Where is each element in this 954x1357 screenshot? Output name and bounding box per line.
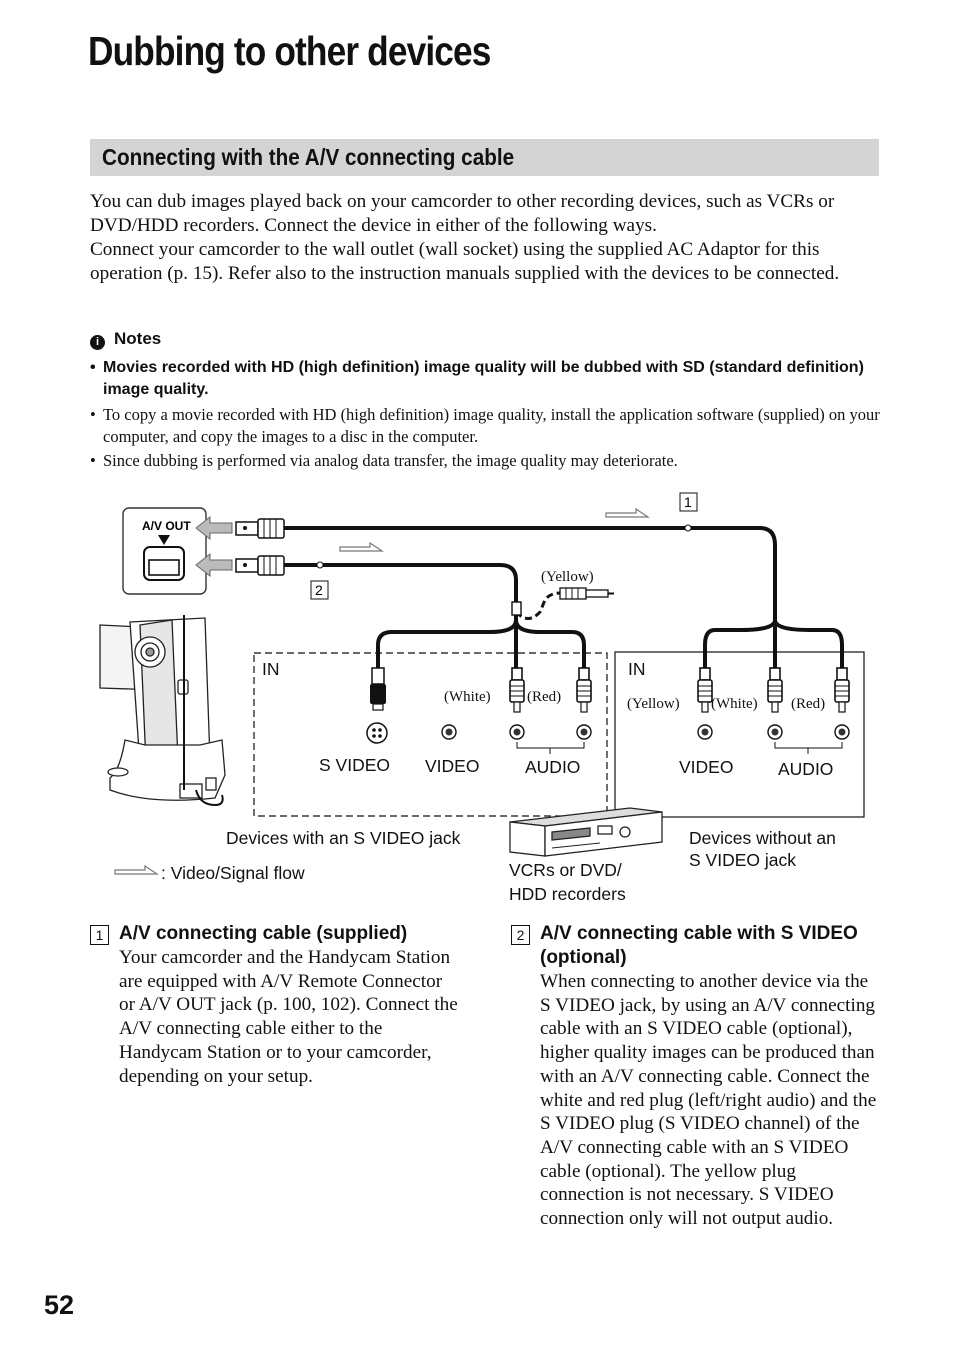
item-2-heading: 2 A/V connecting cable with S VIDEO (opt… bbox=[511, 922, 881, 970]
audio-jack-left bbox=[767, 724, 783, 740]
page-number: 52 bbox=[44, 1290, 75, 1320]
caption-recorders-line-1: VCRs or DVD/ bbox=[509, 860, 622, 880]
audio-label: AUDIO bbox=[525, 757, 580, 777]
caption-no-s-video-line-2: S VIDEO jack bbox=[689, 850, 796, 870]
connection-diagram: A/V OUT 1 2 bbox=[99, 492, 865, 904]
right-red-label: (Red) bbox=[791, 696, 825, 712]
notes-heading-label: Notes bbox=[114, 329, 162, 348]
right-audio-label: AUDIO bbox=[778, 759, 833, 779]
intro-paragraph-2: Connect your camcorder to the wall outle… bbox=[90, 239, 840, 284]
video-jack bbox=[697, 724, 713, 740]
item-2-number: 2 bbox=[511, 925, 530, 945]
s-video-plug bbox=[370, 667, 386, 711]
right-yellow-label: (Yellow) bbox=[627, 696, 680, 712]
cable-1-marker bbox=[679, 492, 698, 512]
signal-flow-arrow bbox=[605, 508, 649, 518]
red-plug bbox=[834, 667, 850, 713]
item-1-heading: 1 A/V connecting cable (supplied) bbox=[90, 922, 460, 946]
red-plug bbox=[576, 667, 592, 713]
caption-recorders-line-2: HDD recorders bbox=[509, 884, 626, 904]
item-1: 1 A/V connecting cable (supplied) Your c… bbox=[90, 922, 460, 1088]
vcr-illustration bbox=[509, 807, 663, 857]
yellow-plug bbox=[697, 667, 713, 713]
white-plug bbox=[767, 667, 783, 713]
red-plug-label: (Red) bbox=[527, 689, 561, 705]
intro-paragraph-1: You can dub images played back on your c… bbox=[90, 191, 835, 236]
item-1-body: Your camcorder and the Handycam Station … bbox=[119, 947, 458, 1087]
yellow-plug-unused bbox=[559, 587, 614, 600]
video-label: VIDEO bbox=[425, 756, 479, 776]
av-out-label: A/V OUT bbox=[142, 519, 191, 533]
white-plug bbox=[509, 667, 525, 713]
cable-2-marker-text: 2 bbox=[315, 582, 323, 598]
signal-flow-legend: : Video/Signal flow bbox=[161, 863, 305, 883]
audio-jack-right bbox=[834, 724, 850, 740]
av-out-jack: A/V OUT bbox=[122, 507, 207, 595]
note-item: Movies recorded with HD (high definition… bbox=[90, 357, 880, 401]
video-jack bbox=[441, 724, 457, 740]
item-1-title: A/V connecting cable (supplied) bbox=[119, 923, 408, 944]
cable-1-plug bbox=[235, 518, 285, 539]
left-in-label: IN bbox=[262, 659, 280, 679]
item-2-title: A/V connecting cable with S VIDEO (optio… bbox=[540, 923, 858, 968]
white-plug-label: (White) bbox=[444, 689, 491, 705]
caption-s-video-devices: Devices with an S VIDEO jack bbox=[226, 828, 461, 848]
item-2-body: When connecting to another device via th… bbox=[540, 971, 877, 1230]
intro-text: You can dub images played back on your c… bbox=[90, 190, 880, 286]
notes-heading: i Notes bbox=[90, 329, 161, 350]
page-title: Dubbing to other devices bbox=[88, 28, 491, 74]
cable-1-marker-text: 1 bbox=[684, 494, 692, 510]
cable-2-plug bbox=[235, 555, 285, 576]
note-icon: i bbox=[90, 335, 105, 350]
caption-no-s-video-line-1: Devices without an bbox=[689, 828, 836, 848]
audio-jack-right bbox=[576, 724, 592, 740]
s-video-label: S VIDEO bbox=[319, 755, 390, 775]
composite-device-panel: IN (Yellow) (White) (Red) VIDEO AUDIO bbox=[614, 651, 865, 818]
item-2: 2 A/V connecting cable with S VIDEO (opt… bbox=[511, 922, 881, 1231]
cable-2 bbox=[284, 563, 586, 668]
signal-flow-legend-icon bbox=[114, 865, 158, 875]
s-video-device-panel: IN (White) (Red) S VIDEO VIDEO AUDIO bbox=[253, 652, 608, 817]
cable-1 bbox=[284, 526, 844, 668]
section-header: Connecting with the A/V connecting cable bbox=[90, 139, 879, 176]
note-item: Since dubbing is performed via analog da… bbox=[90, 450, 880, 472]
camcorder-illustration bbox=[99, 615, 226, 807]
right-white-label: (White) bbox=[711, 696, 758, 712]
right-video-label: VIDEO bbox=[679, 757, 733, 777]
yellow-plug-label: (Yellow) bbox=[541, 569, 594, 585]
note-item: To copy a movie recorded with HD (high d… bbox=[90, 404, 880, 448]
item-1-number: 1 bbox=[90, 925, 109, 945]
section-title: Connecting with the A/V connecting cable bbox=[102, 144, 515, 170]
right-in-label: IN bbox=[628, 659, 646, 679]
s-video-jack bbox=[366, 722, 388, 744]
cable-2-marker bbox=[310, 580, 329, 600]
signal-flow-arrow bbox=[339, 542, 383, 552]
audio-jack-left bbox=[509, 724, 525, 740]
